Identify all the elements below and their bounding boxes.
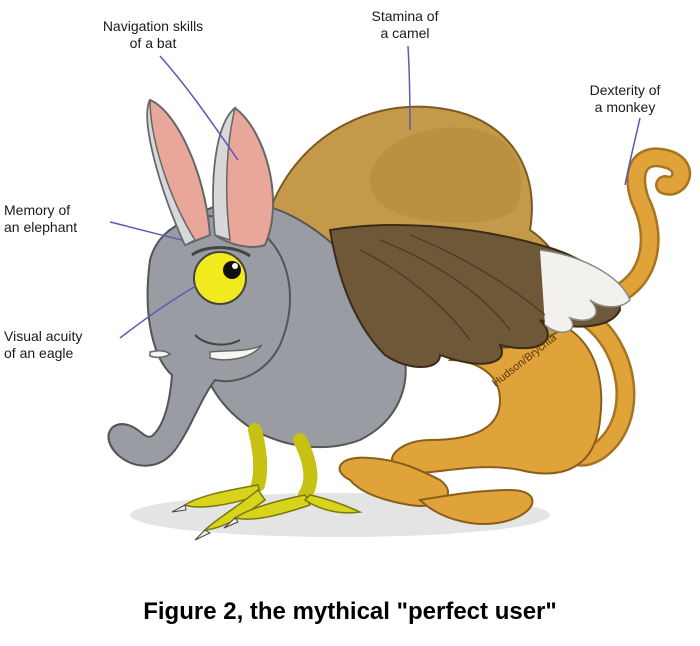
callout-bat	[159, 55, 239, 161]
eagle-leg-right	[293, 433, 318, 502]
callout-monkey	[624, 117, 641, 186]
tusk-right	[209, 344, 263, 361]
callout-lines	[109, 45, 641, 339]
callout-elephant	[109, 221, 183, 241]
callout-eagle	[119, 285, 197, 339]
tusk-left	[149, 349, 172, 359]
callout-camel	[407, 45, 411, 131]
perfect-user-illustration	[107, 45, 692, 541]
eagle-leg-left	[248, 423, 268, 492]
figure-caption: Figure 2, the mythical "perfect user"	[143, 598, 557, 625]
label-elephant: Memory of an elephant	[4, 202, 78, 235]
eagle-eye	[193, 251, 247, 305]
label-monkey: Dexterity of a monkey	[589, 82, 661, 115]
label-camel: Stamina of a camel	[371, 8, 439, 41]
eagle-talons	[183, 484, 363, 531]
label-eagle: Visual acuity of an eagle	[4, 328, 83, 361]
label-bat: Navigation skills of a bat	[102, 18, 204, 51]
monkey-tail-fill	[592, 149, 689, 308]
